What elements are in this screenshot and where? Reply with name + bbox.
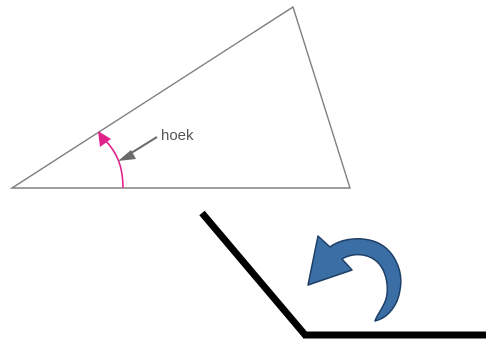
thick-angle-figure xyxy=(199,210,486,339)
pointer-arrow-icon xyxy=(118,136,158,161)
curved-rotation-arrow-icon xyxy=(307,235,402,322)
angle-marker-icon xyxy=(98,131,124,189)
triangle xyxy=(9,5,351,189)
rotation-arrow-shape xyxy=(307,235,402,322)
pointer-shaft xyxy=(127,136,158,156)
slanted-line xyxy=(199,210,309,339)
angle-label: hoek xyxy=(161,127,194,144)
triangle-figure: hoek xyxy=(9,5,351,189)
angle-arc-arrowhead xyxy=(98,131,111,147)
pointer-head xyxy=(118,150,136,161)
angle-arc xyxy=(103,138,124,189)
